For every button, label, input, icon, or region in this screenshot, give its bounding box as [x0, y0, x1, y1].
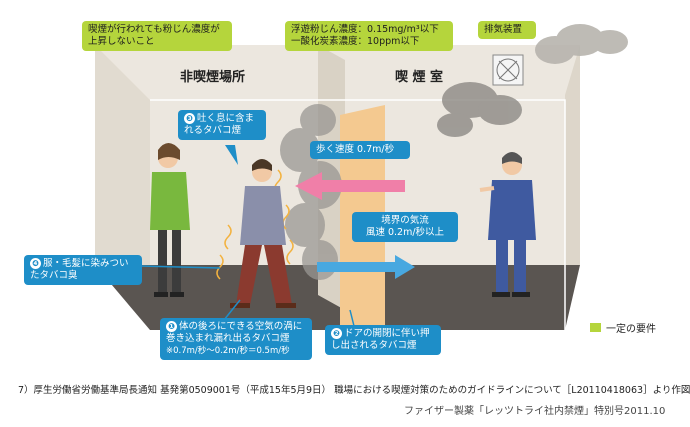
vortex-line3: ※0.7m/秒〜0.2m/秒＝0.5m/秒: [166, 346, 290, 356]
exhaled-pointer: [225, 145, 238, 165]
walk-speed-callout: 歩く速度 0.7m/秒: [310, 141, 410, 159]
smoking-room-smoke: [437, 82, 522, 137]
exhaust-fan: [492, 54, 524, 86]
vortex-line2: 巻き込まれ漏れ出るタバコ煙: [166, 333, 290, 344]
credit: ファイザー製薬「レッツトライ社内禁煙」特別号2011.10: [404, 406, 666, 417]
smoking-room-label: 喫 煙 室: [395, 70, 444, 85]
exhaled-number-badge: ❸: [184, 113, 195, 124]
clothes-number-badge: ❹: [30, 258, 41, 269]
co-limit-text: 一酸化炭素濃度：10ppm以下: [291, 36, 420, 47]
right-wall: [565, 45, 580, 280]
glass-frame: [150, 99, 566, 330]
suited-man-figure: [479, 152, 536, 297]
footnote: 7）厚生労働省労働基準局長通知 基発第0509001号（平成15年5月9日） 職…: [18, 385, 690, 396]
woman-figure: [150, 143, 190, 297]
non-smoking-room-label: 非喫煙場所: [180, 70, 246, 85]
exhaust-smoke: [535, 24, 628, 64]
boundary-line2: 風速 0.2m/秒以上: [365, 227, 445, 238]
clothes-text: 服・毛髪に染みついたタバコ臭: [30, 258, 129, 281]
left-wall: [95, 45, 150, 320]
door-number-badge: ❷: [331, 328, 342, 339]
boundary-line1: 境界の気流: [381, 215, 429, 226]
walking-man-figure: [230, 159, 296, 308]
exhaust-callout: 排気装置: [478, 21, 536, 39]
dust-limit-text: 浮遊粉じん濃度：0.15mg/m³以下: [291, 24, 439, 35]
door-text: ドアの開閉に伴い押し出されるタバコ煙: [331, 328, 430, 351]
walk-direction-arrow: [295, 172, 405, 200]
exhaled-text: 吐く息に含まれるタバコ煙: [184, 113, 255, 136]
walk-speed-text: 歩く速度 0.7m/秒: [316, 144, 395, 155]
smoking-concentration-text: 喫煙が行われても粉じん濃度が上昇しないこと: [88, 24, 220, 47]
vortex-number-badge: ❶: [166, 321, 177, 332]
smoke-cloud: [280, 104, 342, 280]
smoking-concentration-callout: 喫煙が行われても粉じん濃度が上昇しないこと: [82, 21, 232, 51]
concentration-limit-callout: 浮遊粉じん濃度：0.15mg/m³以下 一酸化炭素濃度：10ppm以下: [285, 21, 453, 51]
vortex-line1: 体の後ろにできる空気の渦に: [179, 321, 303, 332]
legend-label: 一定の要件: [606, 324, 656, 335]
boundary-airflow-callout: 境界の気流 風速 0.2m/秒以上: [352, 212, 458, 242]
exhaust-text: 排気装置: [484, 24, 523, 35]
airflow-arrow: [317, 255, 415, 279]
legend: 一定の要件: [590, 320, 656, 335]
legend-swatch: [590, 323, 601, 332]
